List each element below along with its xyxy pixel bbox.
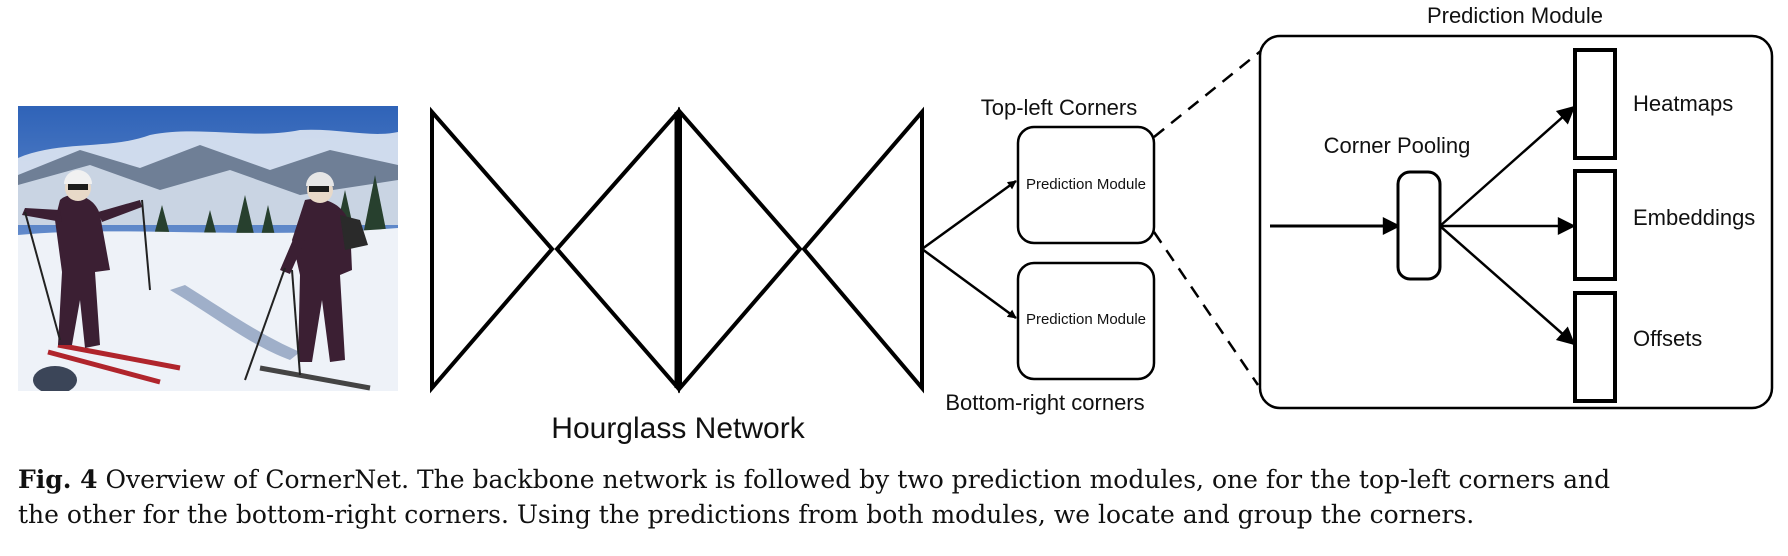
input-photo bbox=[18, 106, 398, 391]
figure-label: Fig. 4 bbox=[18, 465, 98, 494]
heatmaps-block bbox=[1573, 48, 1617, 160]
bottom-right-module-label: Prediction Module bbox=[1026, 311, 1146, 328]
hourglass-network bbox=[430, 106, 924, 394]
top-left-prediction-module bbox=[1016, 125, 1156, 245]
offsets-label: Offsets bbox=[1633, 326, 1702, 351]
hourglass-left-bowtie bbox=[430, 106, 555, 394]
prediction-module-title: Prediction Module bbox=[1427, 3, 1603, 28]
skier-left bbox=[22, 170, 181, 385]
offsets-block bbox=[1573, 291, 1617, 403]
corner-pooling-label: Corner Pooling bbox=[1324, 133, 1471, 158]
backbone-label: Hourglass Network bbox=[551, 412, 805, 445]
bottom-right-prediction-module bbox=[1016, 261, 1156, 381]
hourglass-right-bowtie bbox=[801, 106, 924, 394]
embeddings-label: Embeddings bbox=[1633, 205, 1755, 230]
hourglass-right-bowtie-left bbox=[678, 106, 803, 394]
caption-text-1: Overview of CornerNet. The backbone netw… bbox=[105, 465, 1611, 494]
prediction-module-detail bbox=[1258, 34, 1774, 410]
embeddings-block bbox=[1573, 169, 1617, 281]
top-left-module-label: Prediction Module bbox=[1026, 176, 1146, 193]
heatmaps-label: Heatmaps bbox=[1633, 91, 1733, 116]
top-left-corners-label: Top-left Corners bbox=[981, 95, 1138, 120]
skier-right bbox=[244, 172, 371, 391]
zoom-lines bbox=[1152, 49, 1263, 386]
bottom-right-corners-label: Bottom-right corners bbox=[945, 390, 1144, 415]
caption-text-2: the other for the bottom-right corners. … bbox=[18, 500, 1475, 529]
corner-pooling-block bbox=[1396, 170, 1442, 281]
output-arrows bbox=[1439, 105, 1576, 346]
hourglass-left-bowtie-right bbox=[554, 106, 680, 394]
backbone-output-arrows bbox=[921, 179, 1017, 320]
